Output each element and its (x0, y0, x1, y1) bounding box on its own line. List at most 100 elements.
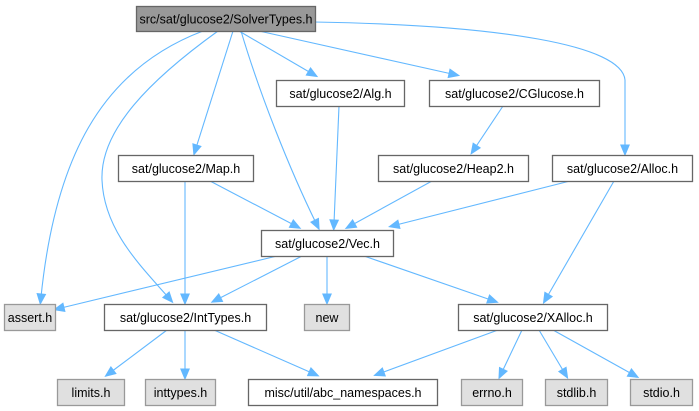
edge-arrowhead (486, 294, 499, 304)
node-stdlib: stdlib.h (544, 378, 609, 407)
edge-arrowhead (180, 293, 190, 306)
node-box (629, 378, 694, 407)
node-assert: assert.h (3, 303, 57, 332)
edge-line (313, 21, 626, 148)
node-box (303, 303, 351, 332)
edge-arrowhead (344, 218, 358, 229)
node-label: errno.h (472, 386, 512, 400)
node-heap2[interactable]: sat/glucose2/Heap2.h (377, 154, 530, 183)
node-box (3, 303, 57, 332)
node-box (260, 229, 395, 258)
edge-line (546, 180, 615, 298)
edge-line (213, 329, 313, 374)
edge-arrowhead (161, 291, 174, 304)
edge-vec-to-assert (52, 255, 278, 312)
edge-solvertypes-to-cglucose (258, 30, 461, 79)
edge-arrowhead (180, 368, 190, 381)
edge-arrowhead (210, 292, 224, 303)
edge-inttypes_local-to-abc_namespaces (213, 329, 320, 377)
node-label: limits.h (72, 386, 111, 400)
node-label: stdio.h (643, 386, 680, 400)
node-label: sat/glucose2/Alg.h (289, 87, 391, 101)
node-label: sat/glucose2/Vec.h (275, 237, 380, 251)
node-label: sat/glucose2/Alloc.h (567, 162, 678, 176)
edge-inttypes_local-to-inttypes (180, 330, 190, 381)
edge-arrowhead (192, 143, 202, 156)
node-label: sat/glucose2/Heap2.h (393, 162, 514, 176)
node-solvertypes[interactable]: src/sat/glucose2/SolverTypes.h (135, 5, 317, 33)
edge-arrowhead (322, 293, 332, 306)
node-label: stdlib.h (557, 386, 597, 400)
edge-arrowhead (305, 66, 319, 78)
edge-line (40, 30, 204, 298)
node-new: new (303, 303, 351, 332)
node-label: sat/glucose2/XAlloc.h (473, 311, 593, 325)
node-limits: limits.h (56, 378, 126, 407)
edge-vec-to-inttypes_local (210, 255, 303, 303)
edge-line (101, 30, 219, 298)
edge-line (538, 329, 565, 373)
node-label: new (316, 311, 340, 325)
edges-layer (36, 21, 640, 381)
edge-solvertypes-to-alg (238, 30, 319, 78)
node-label: inttypes.h (154, 386, 208, 400)
edge-line (474, 105, 504, 149)
edge-vec-to-xalloc (363, 255, 499, 304)
node-box (428, 79, 601, 108)
edge-vec-to-new (322, 256, 332, 306)
edge-arrowhead (470, 142, 482, 155)
node-box (544, 378, 609, 407)
node-box (103, 303, 268, 332)
edge-line (333, 105, 340, 224)
node-label: sat/glucose2/CGlucose.h (445, 87, 584, 101)
edge-arrowhead (36, 293, 47, 306)
node-xalloc[interactable]: sat/glucose2/XAlloc.h (457, 303, 609, 332)
node-box (275, 79, 406, 108)
node-box (457, 303, 609, 332)
edge-arrowhead (373, 367, 386, 377)
edge-arrowhead (329, 219, 340, 232)
edge-solvertypes-to-map (192, 30, 234, 156)
node-box (56, 378, 126, 407)
node-label: sat/glucose2/Map.h (132, 162, 240, 176)
edge-alloc-to-xalloc (542, 180, 615, 305)
node-vec[interactable]: sat/glucose2/Vec.h (260, 229, 395, 258)
node-abc-namespaces[interactable]: misc/util/abc_namespaces.h (247, 378, 439, 407)
edge-arrowhead (306, 367, 320, 377)
edge-solvertypes-to-vec (240, 30, 320, 231)
edge-arrowhead (542, 291, 554, 305)
node-label: misc/util/abc_namespaces.h (264, 386, 421, 400)
edge-arrowhead (498, 366, 508, 380)
node-stdio: stdio.h (629, 378, 694, 407)
node-alg[interactable]: sat/glucose2/Alg.h (275, 79, 406, 108)
node-errno: errno.h (460, 378, 524, 407)
node-box (551, 154, 694, 183)
edge-arrowhead (387, 219, 401, 229)
node-inttypes-local[interactable]: sat/glucose2/IntTypes.h (103, 303, 268, 332)
edge-line (501, 329, 523, 373)
edge-solvertypes-to-inttypes_local (101, 30, 219, 304)
edge-line (209, 180, 295, 226)
edge-inttypes_local-to-limits (104, 329, 168, 377)
edge-line (110, 329, 168, 373)
edge-line (351, 180, 433, 226)
edge-xalloc-to-errno (498, 329, 523, 380)
node-box (247, 378, 439, 407)
edge-arrowhead (626, 367, 640, 379)
edge-arrowhead (310, 217, 320, 231)
node-box (377, 154, 530, 183)
node-inttypes: inttypes.h (144, 378, 217, 407)
node-cglucose[interactable]: sat/glucose2/CGlucose.h (428, 79, 601, 108)
node-label: assert.h (8, 311, 53, 325)
edge-line (195, 30, 234, 149)
node-map[interactable]: sat/glucose2/Map.h (117, 154, 255, 183)
edge-arrowhead (52, 302, 66, 312)
edge-line (240, 30, 317, 224)
edge-xalloc-to-stdlib (538, 329, 569, 380)
edge-line (380, 329, 499, 374)
edge-line (60, 255, 278, 309)
edge-cglucose-to-heap2 (470, 105, 504, 155)
node-label: sat/glucose2/IntTypes.h (120, 311, 251, 325)
node-alloc[interactable]: sat/glucose2/Alloc.h (551, 154, 694, 183)
